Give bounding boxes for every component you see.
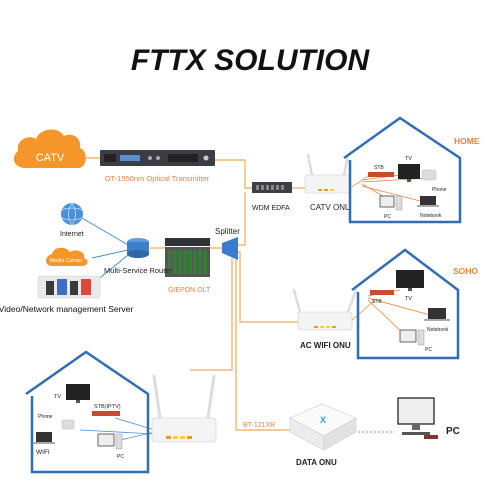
- transmitter-label: OT-1550nm Optical Transmitter: [105, 174, 210, 183]
- ac-wifi-onu-label: AC WIFI ONU: [300, 341, 351, 350]
- home-stb-label: STB: [374, 165, 384, 171]
- home-title: HOME: [454, 136, 480, 146]
- soho-pc-label: PC: [425, 347, 432, 353]
- office-stb-label: STB(IPTV): [94, 404, 121, 410]
- soho-stb-label: STB: [372, 299, 382, 305]
- catv-label: CATV: [36, 152, 65, 164]
- soho-house: SOHO TV STB Notebook PC: [351, 248, 478, 360]
- media-center-label: Media Center: [49, 258, 82, 264]
- splitter-label: Splitter: [215, 227, 240, 236]
- soho-tv-label: TV: [405, 296, 412, 302]
- olt-label: G/EPON OLT: [168, 287, 211, 294]
- home-pc-label: PC: [384, 214, 391, 220]
- olt: G/EPON OLT: [165, 238, 211, 294]
- home-phone-label: Phone: [432, 187, 447, 193]
- ac-wifi-onu: AC WIFI ONU: [292, 288, 358, 350]
- page-title: FTTX SOLUTION: [131, 44, 371, 77]
- bt-model-label: BT-121XR: [243, 422, 275, 429]
- media-center: Media Center: [46, 247, 88, 266]
- internet-label: Internet: [60, 231, 84, 238]
- wdm-edfa: WDM EDFA: [252, 182, 292, 212]
- data-onu: X BT-121XR DATA ONU: [243, 403, 357, 467]
- globe-icon: [61, 203, 83, 225]
- splitter-dataonu-link: [234, 255, 290, 431]
- big-pc: PC: [397, 397, 460, 439]
- home-tv-label: TV: [405, 156, 412, 162]
- soho-lan-lines: [367, 289, 431, 336]
- media-router-link: [91, 249, 129, 259]
- server-label-text: Video/Network management Server: [0, 304, 133, 314]
- catv-cloud: CATV: [13, 129, 86, 168]
- optical-transmitter: OT-1550nm Optical Transmitter: [100, 150, 215, 183]
- edfa-label: WDM EDFA: [252, 205, 290, 212]
- cloud-icon: [13, 129, 86, 168]
- router: Multi-Service Router: [104, 238, 172, 275]
- soho-title: SOHO: [453, 266, 478, 276]
- big-pc-label: PC: [446, 426, 460, 437]
- internet-router-link: [81, 217, 129, 246]
- splitter-office-link: [190, 258, 233, 371]
- acwifi-soho-link: [349, 299, 376, 323]
- catv-onu-label: CATV ONU: [310, 203, 351, 212]
- server-router-link: [94, 254, 129, 283]
- home-notebook-label: Notebook: [420, 213, 442, 219]
- internet: Internet: [60, 202, 84, 238]
- splitter: Splitter: [215, 227, 240, 260]
- splitter-acwifi-link: [236, 251, 300, 323]
- office-phone-label: Phone: [38, 414, 53, 420]
- office-pc-label: PC: [117, 454, 124, 460]
- soho-notebook-label: Notebook: [427, 327, 449, 333]
- catvonu-home-link: [349, 174, 371, 189]
- data-onu-logo: X: [320, 415, 326, 425]
- router-label: Multi-Service Router: [104, 266, 172, 275]
- transmitter-edfa-link: [215, 159, 252, 189]
- office-wifi-label: WIFI: [36, 449, 50, 456]
- splitter-edfa-link: [238, 192, 246, 246]
- home-house: HOME STB TV Phone PC Notebook: [343, 116, 480, 224]
- catv-onu: CATV ONU: [304, 153, 351, 212]
- office-onu: [151, 374, 217, 443]
- server-label: Video/Network management Server: [0, 304, 133, 314]
- office-tv-label: TV: [54, 394, 61, 400]
- server: Video/Network management Server: [0, 275, 133, 314]
- office-house: TV STB(IPTV) Phone WIFI PC: [25, 350, 150, 474]
- data-onu-label: DATA ONU: [296, 458, 337, 467]
